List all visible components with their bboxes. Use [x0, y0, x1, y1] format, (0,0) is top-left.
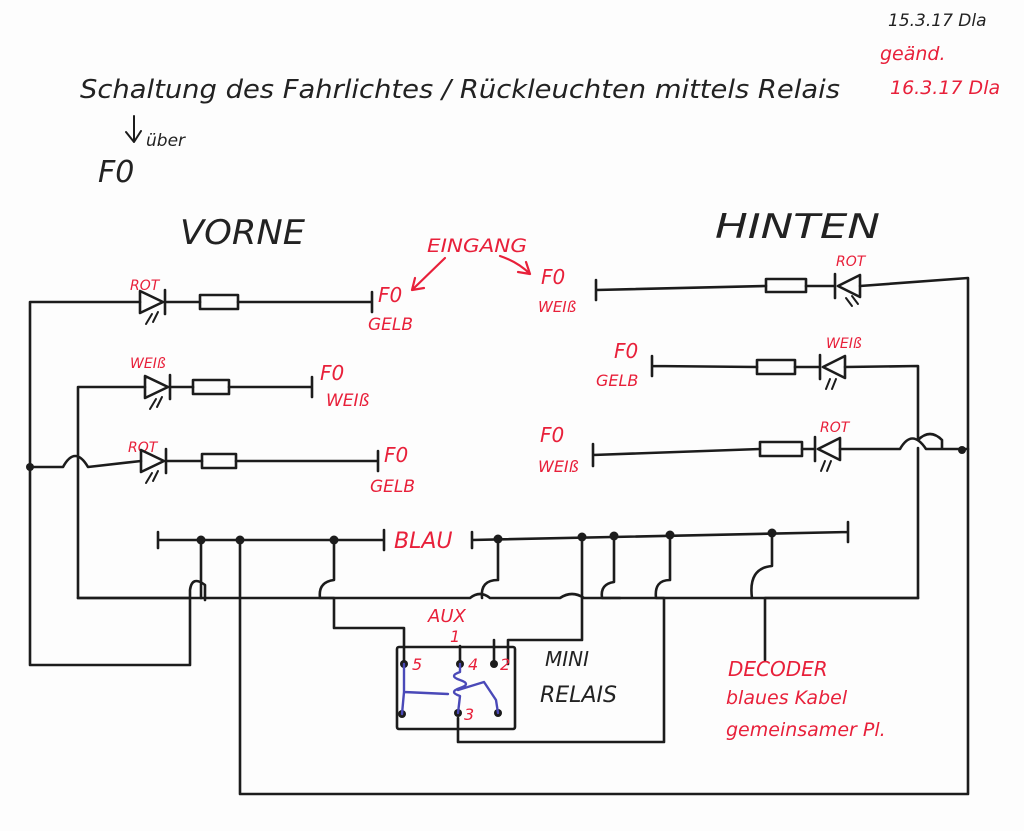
relay-pin-5: 5: [412, 655, 422, 674]
bus-left-segment: [156, 528, 386, 552]
rear-led-2-color: WEIß: [826, 336, 862, 352]
bus-right-segment: [470, 520, 850, 550]
rear-wire-1: [238, 276, 970, 796]
front-led-1: [138, 288, 167, 325]
rear-resistor-2: [755, 358, 797, 376]
input-arrow-right: [498, 254, 532, 276]
title-arrow-label: über: [146, 131, 186, 151]
front-junction-left: [26, 463, 34, 471]
rear-led-3: [813, 435, 842, 472]
section-front-label: VORNE: [180, 213, 306, 253]
decoder-label-line3: gemeinsamer Pl.: [726, 719, 886, 741]
rear-wire-1-function: F0: [541, 265, 565, 289]
rear-wire-1-color: WEIß: [538, 298, 576, 316]
bus-drop-7: [456, 533, 672, 744]
input-label: EINGANG: [427, 235, 527, 257]
date-changed-label: geänd.: [880, 43, 946, 65]
sheet-title: Schaltung des Fahrlichtes / Rückleuchten…: [80, 75, 840, 105]
date-changed-value: 16.3.17 Dla: [890, 77, 1000, 99]
rear-led-1-color: ROT: [836, 254, 867, 270]
relay-pin-4: 4: [468, 655, 478, 674]
front-resistor-2: [191, 378, 231, 396]
front-led-2-color: WEIß: [130, 356, 166, 372]
front-wire-3-function: F0: [384, 443, 408, 467]
aux-number: 1: [450, 627, 460, 646]
section-rear-label: HINTEN: [715, 207, 880, 247]
bus-drop-3: [318, 538, 406, 666]
relay-pin-3: 3: [464, 705, 474, 724]
front-led-1-color: ROT: [130, 278, 161, 294]
front-led-2: [143, 373, 172, 410]
bus-drop-4: [480, 537, 500, 600]
date-original: 15.3.17 Dla: [888, 11, 987, 31]
rear-wire-2: [650, 354, 944, 662]
relay-pin-2-dot: [490, 660, 498, 668]
rear-wire-2-color: GELB: [596, 371, 638, 390]
front-wire-3: [28, 449, 380, 473]
mini-relay-body: [395, 645, 517, 731]
relay-label-line1: MINI: [545, 647, 589, 671]
title-arrow: [125, 115, 142, 143]
front-wire-3-color: GELB: [370, 477, 415, 497]
relay-label-line2: RELAIS: [540, 683, 617, 708]
rear-resistor-3: [758, 440, 804, 458]
relay-pin-2: 2: [500, 655, 510, 674]
rear-led-2: [818, 353, 847, 390]
front-wire-1: [28, 290, 374, 667]
front-wire-1-function: F0: [378, 283, 402, 307]
bus-drop-8: [750, 531, 774, 600]
bus-drop-6: [600, 534, 622, 600]
title-function-value: F0: [98, 155, 134, 190]
decoder-label-line2: blaues Kabel: [726, 687, 848, 709]
front-resistor-3: [200, 452, 238, 470]
aux-lower-return: [76, 592, 920, 600]
aux-label: AUX: [427, 606, 466, 627]
rear-resistor-1: [764, 277, 808, 294]
bus-label: BLAU: [394, 529, 453, 554]
decoder-label-line1: DECODER: [728, 657, 828, 681]
front-wire-2-function: F0: [320, 361, 344, 385]
front-resistor-1: [198, 293, 240, 311]
rear-led-3-color: ROT: [820, 420, 851, 436]
rear-led-1: [833, 272, 862, 307]
front-led-3-color: ROT: [128, 440, 159, 456]
rear-wire-3-color: WEIß: [538, 457, 579, 476]
relay-coil: [400, 662, 500, 716]
front-wire-2-color: WEIß: [326, 391, 370, 411]
input-arrow-left: [410, 256, 447, 292]
front-wire-2: [76, 375, 314, 600]
bus-node-2: [235, 535, 245, 545]
rear-wire-2-function: F0: [614, 339, 638, 363]
rear-wire-3-function: F0: [540, 423, 564, 447]
bus-drop-5: [506, 535, 584, 666]
rear-junction-right: [958, 446, 966, 454]
rear-wire-3: [591, 437, 970, 468]
front-wire-1-color: GELB: [368, 315, 413, 335]
